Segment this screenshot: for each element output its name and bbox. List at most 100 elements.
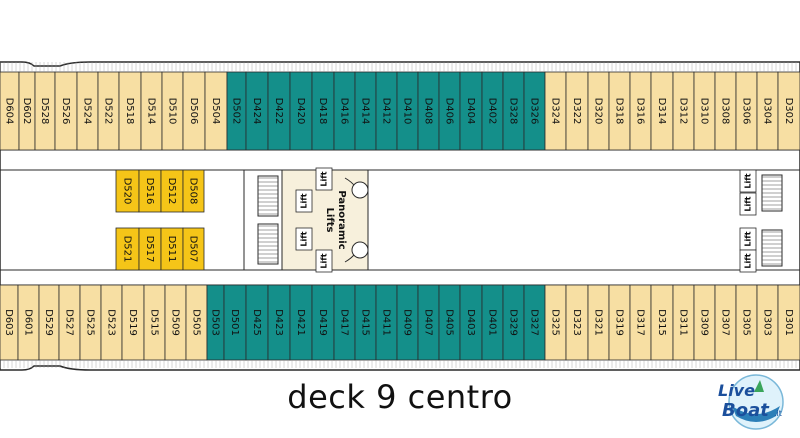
cabin-label: D312 — [678, 98, 689, 125]
cabin-label: D304 — [762, 98, 773, 125]
cabin-label: D416 — [339, 98, 350, 125]
cabin-label: D412 — [381, 98, 392, 125]
cabin-label: D326 — [529, 98, 540, 125]
cabin-label: D425 — [251, 309, 262, 336]
cabin-label: D417 — [339, 309, 350, 336]
cabin-label: D529 — [43, 309, 54, 336]
cabin-label: D406 — [444, 98, 455, 125]
cabin-label: D316 — [635, 98, 646, 125]
cabin-label: D411 — [381, 309, 392, 336]
cabin-label: D410 — [402, 98, 413, 125]
cabin-label: D329 — [508, 309, 519, 336]
cabin-label: D306 — [741, 98, 752, 125]
lift-box — [739, 192, 757, 216]
cabin-label: D319 — [614, 309, 625, 336]
cabin-label: D408 — [423, 98, 434, 125]
cabin-label: D402 — [487, 98, 498, 125]
lift-box — [739, 169, 757, 193]
deck-caption: deck 9 centro — [287, 378, 513, 416]
cabin-label: D510 — [167, 98, 178, 125]
cabin-label: D526 — [60, 98, 71, 125]
top-cabin — [777, 71, 800, 151]
inner-cabin — [182, 227, 205, 271]
cabin-label: D512 — [166, 178, 177, 205]
stairwell-left — [243, 169, 283, 271]
cabin-label: D527 — [64, 309, 75, 336]
cabin-label: D419 — [317, 309, 328, 336]
bottom-cabin — [777, 284, 800, 361]
cabin-label: D421 — [295, 309, 306, 336]
lift-label: Lift — [744, 253, 753, 268]
cabin-label: D321 — [593, 309, 604, 336]
cabin-label: D422 — [273, 98, 284, 125]
cabin-label: D508 — [188, 178, 199, 205]
cabin-label: D415 — [360, 309, 371, 336]
cabin-label: D525 — [85, 309, 96, 336]
cabin-label: D603 — [3, 309, 14, 336]
cabin-label: D505 — [191, 309, 202, 336]
cabin-label: D517 — [144, 236, 155, 263]
hull-outline — [0, 61, 800, 371]
lift-box — [315, 167, 333, 191]
cabin-label: D308 — [720, 98, 731, 125]
cabin-label: D311 — [678, 309, 689, 336]
stairwell-right — [761, 174, 783, 267]
cabin-label: D519 — [127, 309, 138, 336]
cabin-label: D322 — [571, 98, 582, 125]
cabin-label: D520 — [122, 178, 133, 205]
cabin-label: D315 — [656, 309, 667, 336]
lift-label: Lift — [300, 193, 309, 208]
cabin-label: D514 — [146, 98, 157, 125]
lift-label: Lift — [300, 231, 309, 246]
cabin-label: D523 — [106, 309, 117, 336]
cabin-label: D324 — [550, 98, 561, 125]
cabin-label: D602 — [21, 98, 32, 125]
cabin-label: D424 — [251, 98, 262, 125]
logo-text-live: Live — [718, 381, 755, 400]
cabin-label: D407 — [423, 309, 434, 336]
cabin-label: D305 — [741, 309, 752, 336]
cabin-label: D601 — [23, 309, 34, 336]
cabin-label: D303 — [762, 309, 773, 336]
cabin-label: D318 — [614, 98, 625, 125]
cabin-label: D518 — [124, 98, 135, 125]
cabin-label: D515 — [149, 309, 160, 336]
cabin-label: D325 — [550, 309, 561, 336]
cabin-label: D302 — [783, 98, 794, 125]
cabin-label: D403 — [465, 309, 476, 336]
cabin-label: D604 — [4, 98, 15, 125]
cabin-label: D309 — [699, 309, 710, 336]
cabin-label: D409 — [402, 309, 413, 336]
lift-box — [739, 249, 757, 273]
cabin-label: D524 — [82, 98, 93, 125]
cabin-label: D401 — [487, 309, 498, 336]
cabin-label: D405 — [444, 309, 455, 336]
cabin-label: D522 — [103, 98, 114, 125]
lift-label: Lift — [744, 196, 753, 211]
cabin-label: D502 — [231, 98, 242, 125]
lift-box — [295, 189, 313, 213]
cabin-label: D521 — [122, 236, 133, 263]
cabin-label: D516 — [144, 178, 155, 205]
inner-cabin — [182, 169, 205, 213]
lift-label: Lift — [320, 171, 329, 186]
cabin-label: D423 — [273, 309, 284, 336]
cabin-label: D418 — [317, 98, 328, 125]
cabin-label: D504 — [210, 98, 221, 125]
cabin-label: D314 — [656, 98, 667, 125]
cabin-label: D404 — [465, 98, 476, 125]
cabin-label: D501 — [229, 309, 240, 336]
panoramic-lifts-label: PanoramicLifts — [324, 190, 347, 249]
cabin-label: D301 — [783, 309, 794, 336]
cabin-label: D307 — [720, 309, 731, 336]
cabin-label: D511 — [166, 236, 177, 263]
logo-text-boat: Boat — [722, 400, 770, 421]
lift-box — [315, 249, 333, 273]
cabin-label: D503 — [210, 309, 221, 336]
cabin-label: D509 — [170, 309, 181, 336]
